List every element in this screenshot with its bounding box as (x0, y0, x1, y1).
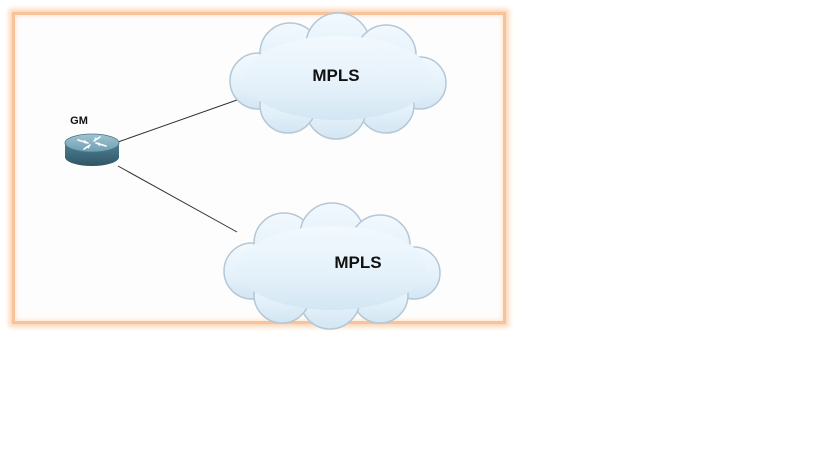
cloud-top-label: MPLS (312, 66, 359, 85)
cloud-icon (223, 202, 441, 330)
cloud-top: MPLS (229, 12, 447, 140)
cloud-bottom: MPLS (223, 202, 441, 330)
cloud-bottom-label: MPLS (334, 253, 381, 272)
router-label: GM (70, 115, 88, 127)
router-icon (64, 133, 120, 166)
link-gm-to-bottom-mpls (117, 165, 238, 233)
router-gm: GM (64, 115, 120, 166)
link-gm-to-top-mpls (117, 99, 238, 143)
